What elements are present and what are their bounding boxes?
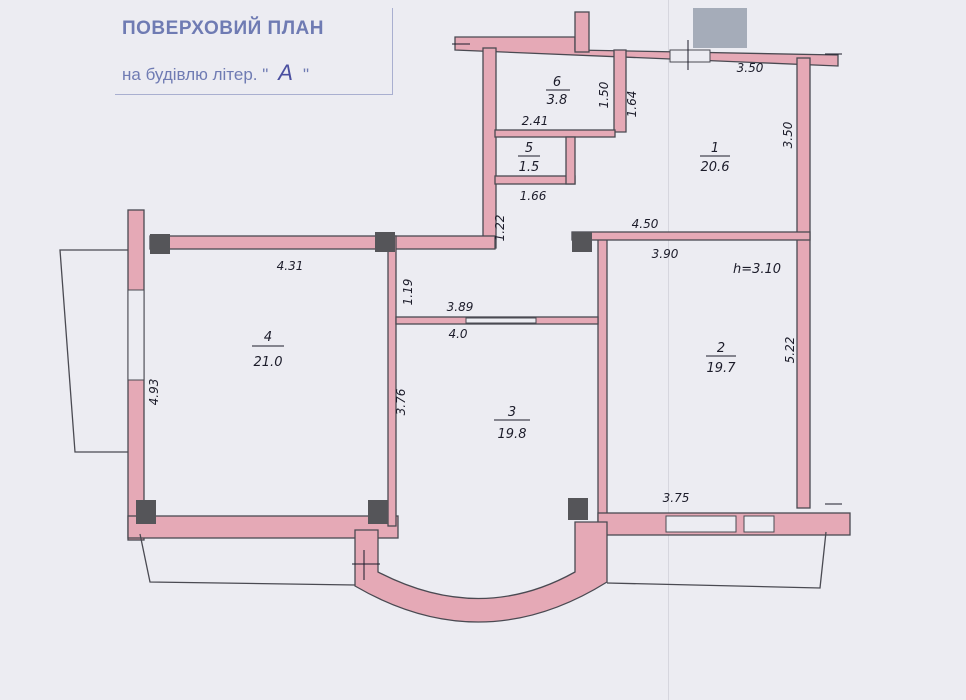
redacted-mark: [693, 8, 747, 48]
window-openings: [127, 49, 775, 533]
dim-r2-top: 3.90: [652, 247, 679, 261]
dim-r6-width: 2.41: [522, 114, 549, 128]
room-3-area: 19.8: [498, 427, 527, 442]
stamp-title: ПОВЕРХОВИЙ ПЛАН: [122, 18, 324, 39]
room-5-number: 5: [525, 141, 533, 156]
dim-r1-top: 3.50: [737, 61, 764, 75]
building-letter: А: [278, 60, 293, 85]
room-4-area: 21.0: [254, 355, 283, 370]
stamp-frame-line: [115, 94, 393, 95]
outer-walls: [127, 11, 851, 623]
room-2-area: 19.7: [707, 361, 737, 376]
room-5-area: 1.5: [519, 160, 540, 175]
dim-r1-right: 3.50: [781, 121, 795, 148]
room-3-number: 3: [508, 405, 516, 420]
dim-r3-top: 3.89: [447, 300, 474, 314]
dimension-labels: 3.50 3.50 4.50 2.41 1.50 1.64 1.66 1.22 …: [147, 61, 797, 505]
dimension-lines: [352, 40, 842, 580]
room-1-number: 1: [711, 141, 719, 156]
dim-r3-left: 3.76: [394, 388, 408, 415]
balconies: [59, 249, 827, 589]
room-2-height: h=3.10: [733, 262, 781, 277]
dim-r5-width: 1.66: [520, 189, 547, 203]
dim-corridor: 1.22: [493, 215, 507, 242]
dim-r4-left: 4.93: [147, 379, 161, 406]
room-2-number: 2: [717, 341, 725, 356]
stamp-subtitle-prefix: на будівлю літер. ": [122, 65, 269, 84]
room-1-area: 20.6: [701, 160, 730, 175]
dim-r2-bottom: 3.75: [663, 491, 690, 505]
dim-r3-vertical: 1.19: [401, 279, 415, 306]
dim-r1-bottom: 4.50: [632, 217, 659, 231]
stamp-subtitle-suffix: ": [302, 65, 310, 84]
room-labels: 6 3.8 5 1.5 1 20.6 2 19.7 h=3.10 3 19.8 …: [252, 75, 781, 442]
dim-r6-height1: 1.50: [597, 81, 611, 108]
dim-r4-top: 4.31: [277, 259, 304, 273]
paper-fold: [668, 0, 669, 700]
room-4-number: 4: [264, 330, 272, 345]
room-6-number: 6: [553, 75, 561, 90]
dim-r6-height2: 1.64: [625, 91, 639, 118]
room-6-area: 3.8: [547, 93, 568, 108]
stamp-subtitle: на будівлю літер. " А ": [122, 60, 309, 86]
stamp-frame-right: [392, 8, 393, 94]
dim-r2-right: 5.22: [783, 337, 797, 364]
dim-r3-top2: 4.0: [448, 327, 467, 341]
structural-columns: [136, 232, 592, 524]
